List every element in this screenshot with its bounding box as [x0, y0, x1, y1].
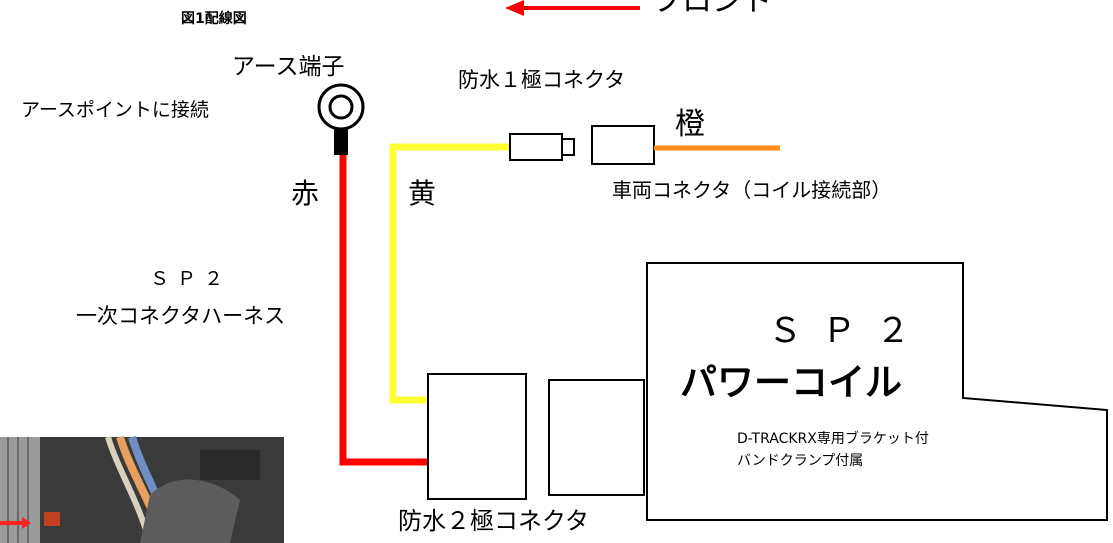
orange-wire-label: 橙: [675, 107, 705, 142]
ground-terminal-icon: [317, 83, 365, 155]
red-wire-label: 赤: [291, 177, 320, 210]
coil-note-line2: バンドクランプ付属: [737, 453, 864, 469]
power-coil-body: [646, 262, 1108, 521]
vehicle-connector-label: 車両コネクタ（コイル接続部）: [612, 178, 892, 202]
coil-label-line1: ＳＰ２: [768, 311, 930, 351]
diagram-title: 図1配線図: [181, 11, 247, 27]
ground-terminal-label: アース端子: [232, 54, 345, 80]
yellow-wire: [389, 143, 510, 404]
coil-label-line2: パワーコイル: [680, 361, 902, 404]
yellow-wire-label: 黄: [408, 177, 437, 210]
harness-label-line1: ＳＰ２: [150, 268, 232, 290]
two-pole-connector: [427, 373, 645, 500]
single-pole-connector: [509, 125, 655, 165]
red-wire: [339, 155, 428, 466]
coil-note-line1: D-TRACKRX専用ブラケット付: [737, 431, 929, 447]
ground-point-label: アースポイントに接続: [21, 99, 209, 121]
photo-inset: [0, 435, 284, 543]
harness-label-line2: 一次コネクタハーネス: [76, 304, 286, 328]
front-arrow-icon: [505, 0, 640, 16]
front-label: フロント: [652, 0, 772, 19]
two-pole-connector-label: 防水２極コネクタ: [398, 507, 590, 535]
single-pole-connector-label: 防水１極コネクタ: [458, 68, 626, 92]
